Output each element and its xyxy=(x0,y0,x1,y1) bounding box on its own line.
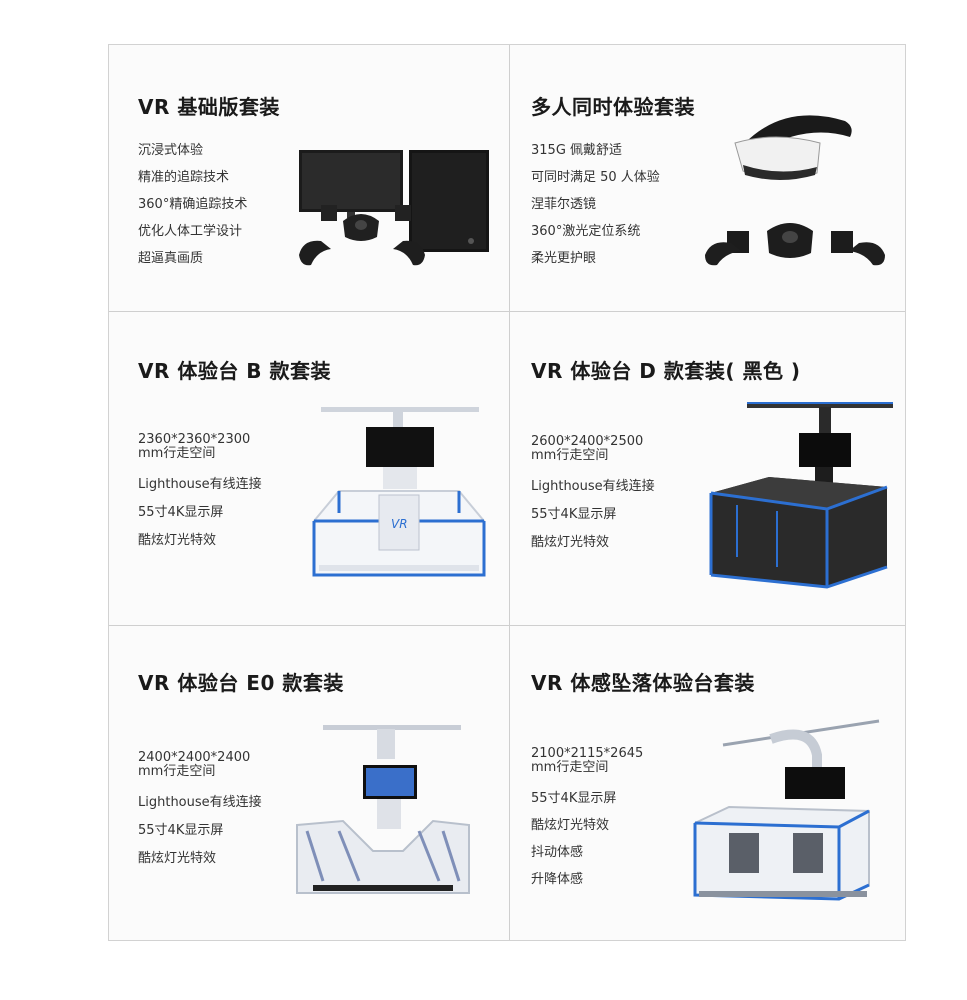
feature-item: 精准的追踪技术 xyxy=(138,170,230,185)
product-title: VR 基础版套装 xyxy=(138,95,280,119)
grid-divider-vertical xyxy=(509,45,510,940)
feature-item: 升降体感 xyxy=(531,872,584,887)
feature-item: Lighthouse有线连接 xyxy=(138,477,262,492)
feature-item: 2600*2400*2500 mm行走空间 xyxy=(531,434,644,463)
feature-list: 2600*2400*2500 mm行走空间 Lighthouse有线连接 55寸… xyxy=(531,435,661,557)
feature-list: 2400*2400*2400 mm行走空间 Lighthouse有线连接 55寸… xyxy=(138,751,268,873)
feature-item: 2360*2360*2300 mm行走空间 xyxy=(138,432,251,461)
vr-platform-b-icon: VR xyxy=(309,403,489,583)
product-grid: VR 基础版套装 沉浸式体验 精准的追踪技术 360°精确追踪技术 优化人体工学… xyxy=(108,44,906,941)
product-card-platform-d[interactable]: VR 体验台 D 款套装( 黑色 ) 2600*2400*2500 mm行走空间… xyxy=(509,311,908,625)
feature-item: 2400*2400*2400 mm行走空间 xyxy=(138,750,251,779)
vr-platform-d-icon xyxy=(707,397,895,597)
feature-item: Lighthouse有线连接 xyxy=(531,479,655,494)
svg-text:VR: VR xyxy=(391,517,408,531)
product-title: VR 体验台 B 款套装 xyxy=(138,359,332,383)
product-card-platform-e0[interactable]: VR 体验台 E0 款套装 2400*2400*2400 mm行走空间 Ligh… xyxy=(109,625,508,942)
product-title: 多人同时体验套装 xyxy=(531,95,695,119)
feature-item: 315G 佩戴舒适 xyxy=(531,143,623,158)
product-title: VR 体验台 D 款套装( 黑色 ) xyxy=(531,359,801,383)
feature-item: 2100*2115*2645 mm行走空间 xyxy=(531,746,644,775)
feature-item: 55寸4K显示屏 xyxy=(531,791,617,806)
product-card-basic-kit[interactable]: VR 基础版套装 沉浸式体验 精准的追踪技术 360°精确追踪技术 优化人体工学… xyxy=(109,45,508,311)
feature-item: 酷炫灯光特效 xyxy=(531,818,610,833)
feature-item: 超逼真画质 xyxy=(138,251,204,266)
vr-headset-kit-icon xyxy=(695,103,895,268)
feature-item: 涅菲尔透镜 xyxy=(531,197,597,212)
feature-list: 2100*2115*2645 mm行走空间 55寸4K显示屏 酷炫灯光特效 抖动… xyxy=(531,747,661,893)
product-title: VR 体验台 E0 款套装 xyxy=(138,671,344,695)
grid-divider-row-1 xyxy=(109,311,905,312)
product-card-multi-user-kit[interactable]: 多人同时体验套装 315G 佩戴舒适 可同时满足 50 人体验 涅菲尔透镜 36… xyxy=(509,45,908,311)
product-card-platform-b[interactable]: VR 体验台 B 款套装 2360*2360*2300 mm行走空间 Light… xyxy=(109,311,508,625)
vr-platform-e0-icon xyxy=(293,721,473,901)
vr-pc-kit-icon xyxy=(291,147,491,272)
product-title: VR 体感坠落体验台套装 xyxy=(531,671,755,695)
feature-item: 55寸4K显示屏 xyxy=(531,507,617,522)
feature-item: 55寸4K显示屏 xyxy=(138,823,224,838)
feature-item: 抖动体感 xyxy=(531,845,584,860)
feature-item: 酷炫灯光特效 xyxy=(138,533,217,548)
vr-drop-platform-icon xyxy=(689,715,883,905)
feature-list: 沉浸式体验 精准的追踪技术 360°精确追踪技术 优化人体工学设计 超逼真画质 xyxy=(138,137,247,272)
product-card-drop-platform[interactable]: VR 体感坠落体验台套装 2100*2115*2645 mm行走空间 55寸4K… xyxy=(509,625,908,942)
feature-list: 315G 佩戴舒适 可同时满足 50 人体验 涅菲尔透镜 360°激光定位系统 … xyxy=(531,137,660,272)
grid-divider-row-2 xyxy=(109,625,905,626)
feature-item: 沉浸式体验 xyxy=(138,143,204,158)
feature-item: 酷炫灯光特效 xyxy=(531,535,610,550)
feature-item: 360°精确追踪技术 xyxy=(138,197,248,212)
feature-item: Lighthouse有线连接 xyxy=(138,795,262,810)
feature-item: 柔光更护眼 xyxy=(531,251,597,266)
feature-item: 酷炫灯光特效 xyxy=(138,851,217,866)
feature-list: 2360*2360*2300 mm行走空间 Lighthouse有线连接 55寸… xyxy=(138,433,268,555)
feature-item: 360°激光定位系统 xyxy=(531,224,641,239)
feature-item: 可同时满足 50 人体验 xyxy=(531,170,660,185)
feature-item: 优化人体工学设计 xyxy=(138,224,243,239)
feature-item: 55寸4K显示屏 xyxy=(138,505,224,520)
